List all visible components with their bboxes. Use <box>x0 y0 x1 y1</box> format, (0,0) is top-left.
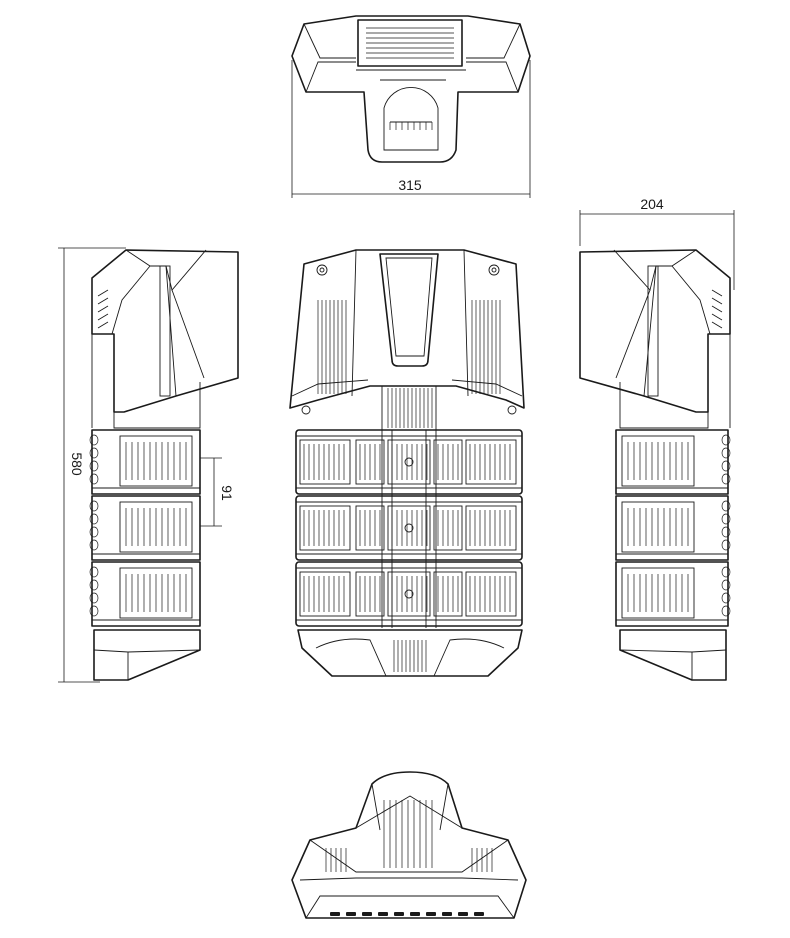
side-vent-slots-right <box>711 289 723 329</box>
side-nub <box>721 434 731 446</box>
lens <box>410 912 420 916</box>
dimension-depth-label: 204 <box>640 196 664 212</box>
lens <box>330 912 340 916</box>
vent-slot <box>711 321 723 329</box>
side-nub <box>721 605 731 617</box>
side-led-modules <box>89 429 201 627</box>
module <box>295 561 523 627</box>
module-cell <box>355 505 385 551</box>
side-module <box>91 495 201 561</box>
lens <box>394 912 404 916</box>
vent-slot <box>97 321 109 329</box>
side-module <box>615 495 729 561</box>
head-heatsink-fins <box>317 300 501 428</box>
vent-slot <box>97 289 109 297</box>
module-screw <box>404 589 414 599</box>
side-nub <box>89 460 99 472</box>
module <box>295 495 523 561</box>
module-cell <box>433 505 463 551</box>
left-side-view: 580 91 <box>58 247 239 683</box>
module-cell <box>465 439 517 485</box>
side-nub <box>89 447 99 459</box>
side-nub <box>89 592 99 604</box>
bottom-heatsink-fins <box>325 800 493 872</box>
side-nub <box>89 434 99 446</box>
side-module <box>615 561 729 627</box>
vent-slot <box>711 289 723 297</box>
side-cell <box>119 435 193 487</box>
side-nub <box>89 539 99 551</box>
module-cell <box>465 505 517 551</box>
side-cell <box>119 567 193 619</box>
side-nub <box>721 447 731 459</box>
lens <box>378 912 388 916</box>
vent-slot <box>711 297 723 305</box>
dimension-width-label: 315 <box>398 177 422 193</box>
module-cell <box>387 505 431 551</box>
side-nub <box>89 500 99 512</box>
mount-ring-ticks <box>389 122 433 130</box>
module-cell <box>355 439 385 485</box>
side-cell <box>119 501 193 553</box>
module-cell <box>433 439 463 485</box>
lens <box>362 912 372 916</box>
module-cell <box>299 505 351 551</box>
side-nub <box>721 539 731 551</box>
vent-slot <box>97 305 109 313</box>
side-nub <box>721 566 731 578</box>
side-nub <box>721 592 731 604</box>
side-nub <box>721 473 731 485</box>
module-cell <box>465 571 517 617</box>
side-nub <box>721 460 731 472</box>
side-nub <box>721 526 731 538</box>
right-side-view: 204 <box>579 196 735 681</box>
side-nub <box>89 605 99 617</box>
lens <box>458 912 468 916</box>
dimension-module-label: 91 <box>219 485 235 501</box>
side-nub <box>721 579 731 591</box>
module-cell <box>433 571 463 617</box>
vent-slot <box>711 305 723 313</box>
bottom-lens-row <box>330 912 484 916</box>
side-nub <box>89 579 99 591</box>
module-cell <box>299 571 351 617</box>
front-view <box>289 249 525 677</box>
side-nub <box>721 500 731 512</box>
side-module <box>91 429 201 495</box>
cap-heatsink-fins <box>393 640 427 672</box>
lens <box>346 912 356 916</box>
vent-slot <box>711 313 723 321</box>
lens <box>474 912 484 916</box>
top-vent-grille <box>366 27 454 59</box>
side-nub <box>89 473 99 485</box>
side-vent-slots <box>97 289 109 329</box>
side-led-modules-right <box>615 429 731 627</box>
module-cell <box>355 571 385 617</box>
led-modules <box>295 429 523 627</box>
top-view: 315 <box>291 15 531 198</box>
module-cell <box>299 439 351 485</box>
lens <box>426 912 436 916</box>
side-nub <box>89 526 99 538</box>
module-screw <box>404 457 414 467</box>
vent-slot <box>97 297 109 305</box>
side-cell <box>621 567 695 619</box>
module <box>295 429 523 495</box>
side-cell <box>621 435 695 487</box>
side-nub <box>89 513 99 525</box>
module-cell <box>387 439 431 485</box>
side-cell <box>621 501 695 553</box>
side-nub <box>89 566 99 578</box>
side-module <box>91 561 201 627</box>
dimension-height-label: 580 <box>69 452 85 476</box>
side-nub <box>721 513 731 525</box>
lens <box>442 912 452 916</box>
module-screw <box>404 523 414 533</box>
vent-slot <box>97 313 109 321</box>
bottom-view <box>291 771 527 919</box>
side-module <box>615 429 729 495</box>
module-cell <box>387 571 431 617</box>
